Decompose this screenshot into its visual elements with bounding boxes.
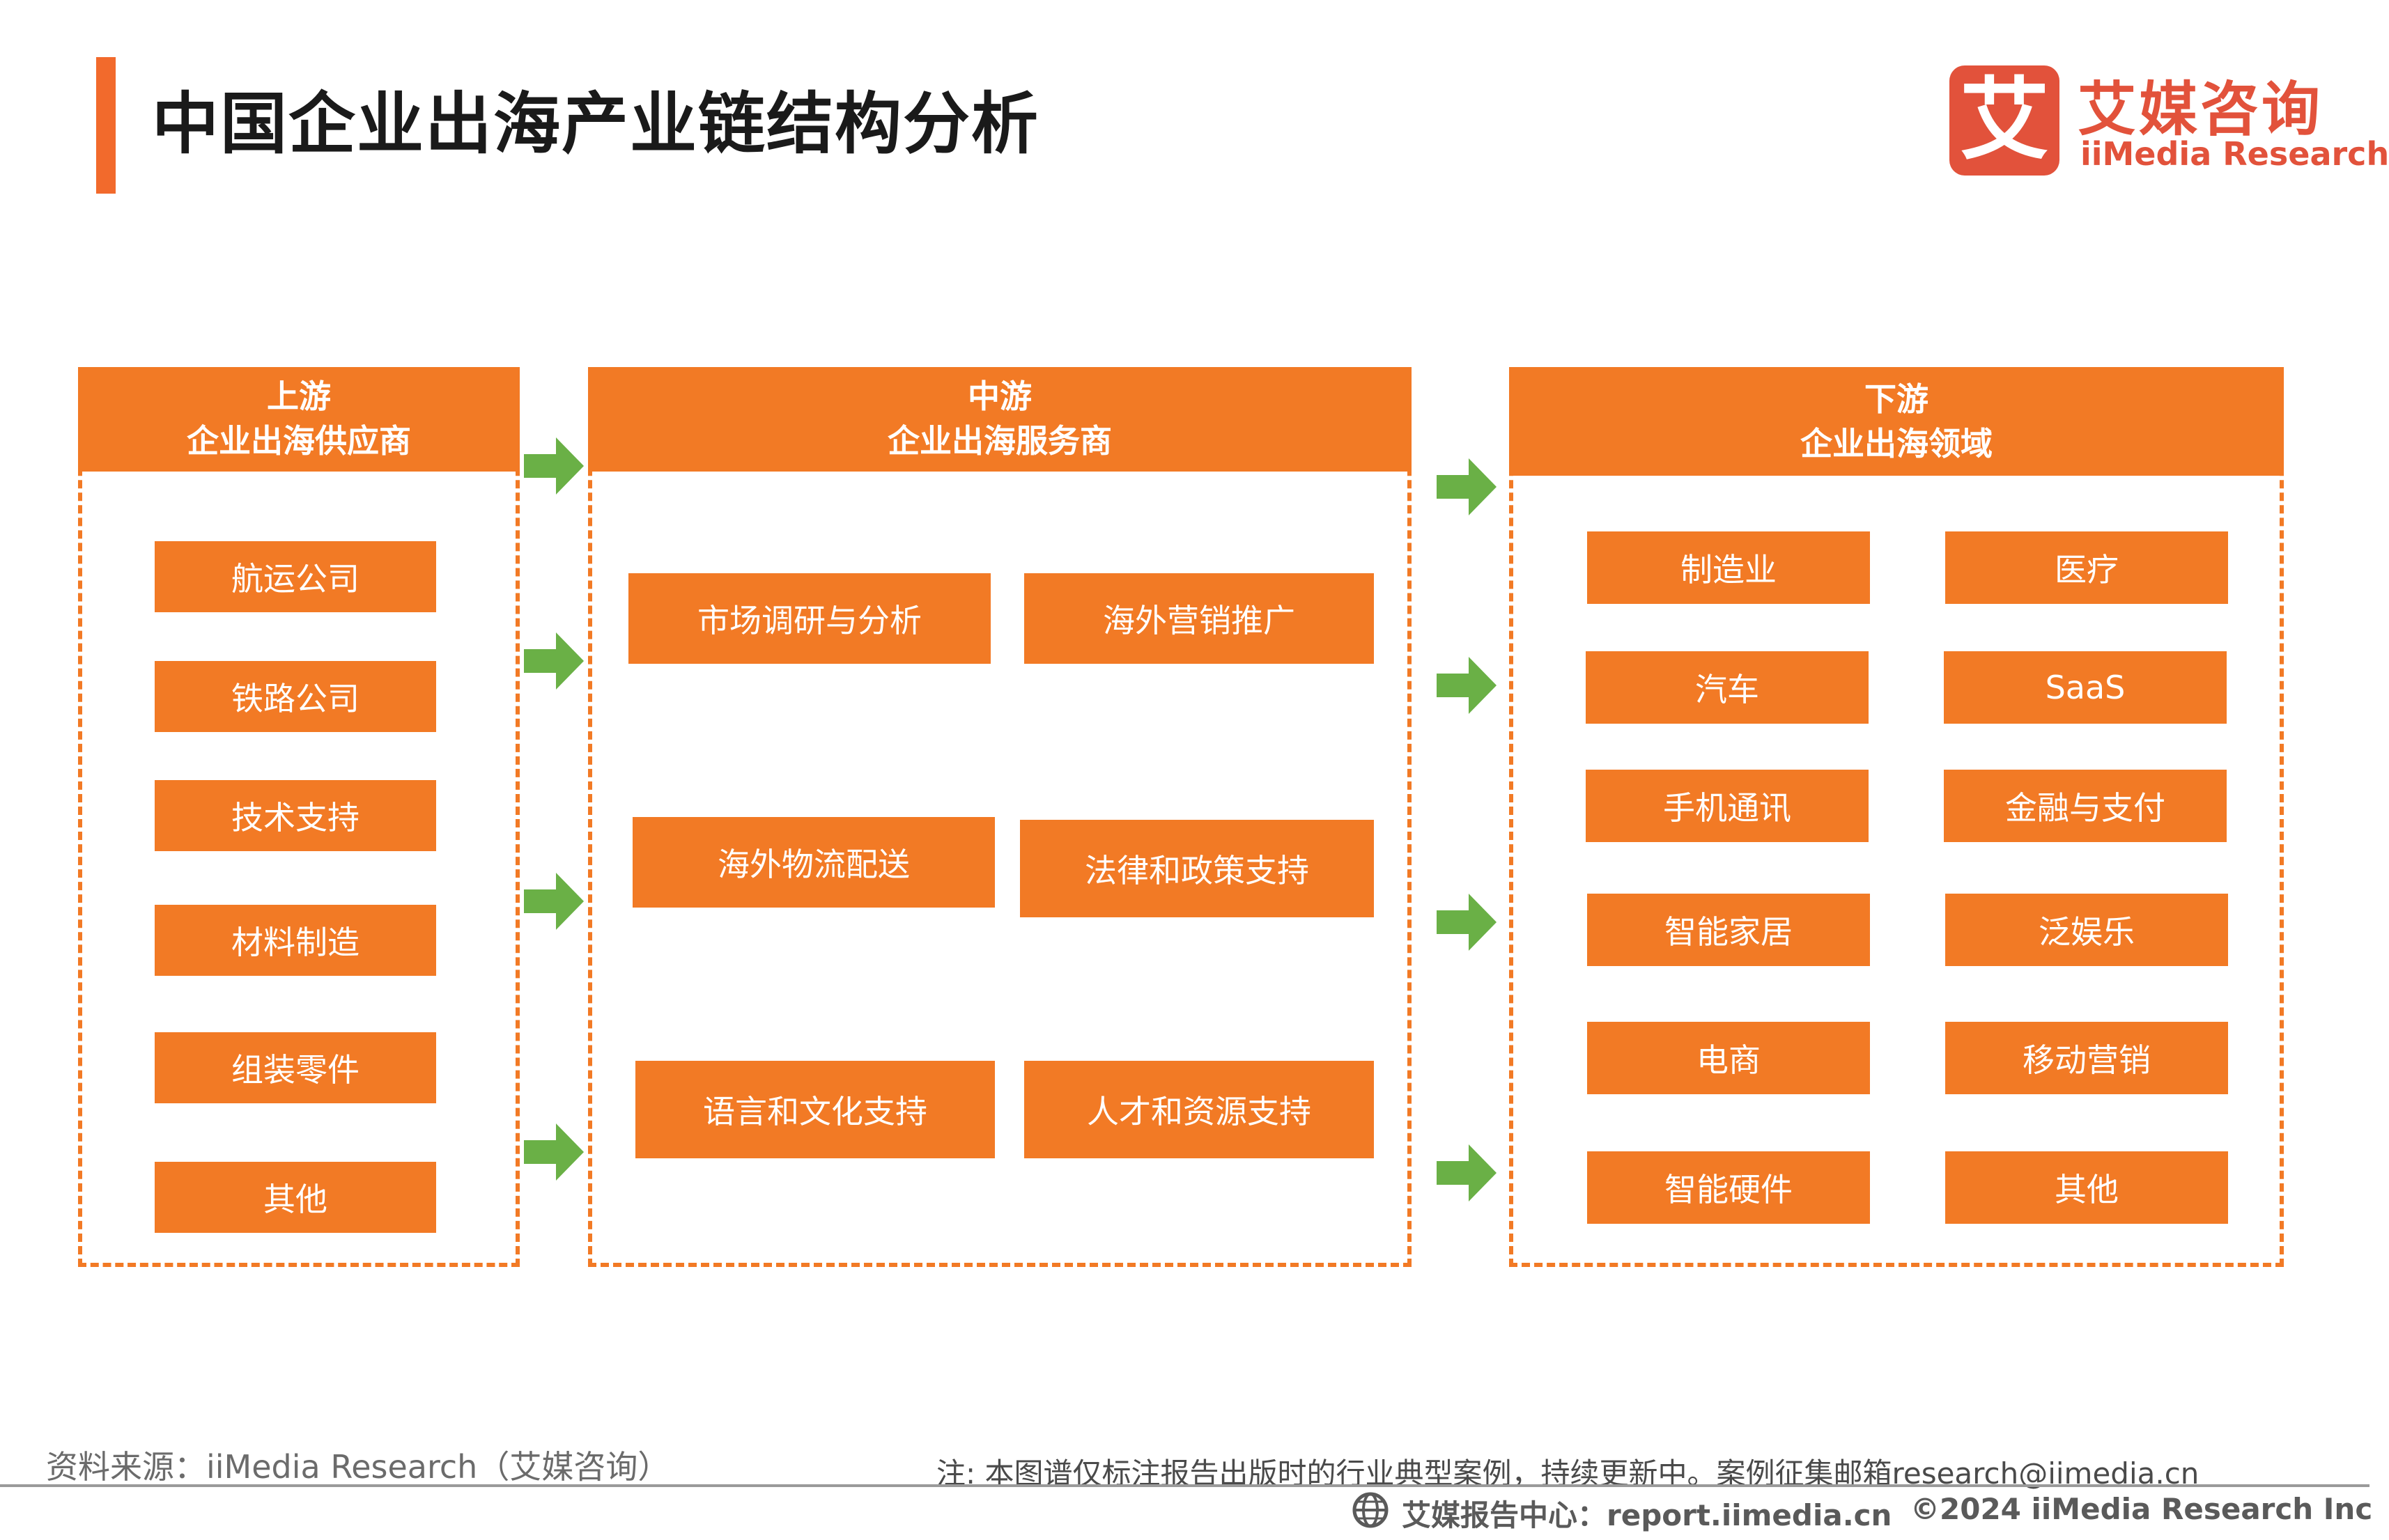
right-arrow-icon bbox=[524, 873, 584, 930]
midstream-item: 海外营销推广 bbox=[1024, 573, 1374, 664]
midstream-item: 人才和资源支持 bbox=[1024, 1061, 1374, 1158]
title-accent-bar bbox=[96, 57, 116, 194]
midstream-header-title: 企业出海服务商 bbox=[888, 422, 1112, 460]
page-title: 中国企业出海产业链结构分析 bbox=[152, 85, 1039, 163]
upstream-item: 组装零件 bbox=[155, 1032, 436, 1103]
downstream-column: 下游 企业出海领域 制造业 医疗 汽车 SaaS 手机通讯 金融与支付 智能家居… bbox=[1509, 367, 2284, 1267]
downstream-item: 泛娱乐 bbox=[1945, 894, 2228, 966]
midstream-header-stage: 中游 bbox=[968, 378, 1032, 415]
right-arrow-icon bbox=[1437, 1144, 1497, 1201]
downstream-item: 医疗 bbox=[1945, 531, 2228, 604]
downstream-item: 手机通讯 bbox=[1586, 770, 1869, 842]
downstream-item: 智能家居 bbox=[1587, 894, 1870, 966]
upstream-item: 铁路公司 bbox=[155, 661, 436, 732]
logo-name-cn: 艾媒咨询 bbox=[2078, 75, 2324, 143]
right-arrow-icon bbox=[1437, 458, 1497, 515]
downstream-item: 金融与支付 bbox=[1944, 770, 2227, 842]
upstream-item: 航运公司 bbox=[155, 541, 436, 612]
right-arrow-icon bbox=[524, 1123, 584, 1181]
right-arrow-icon bbox=[1437, 657, 1497, 714]
midstream-item: 市场调研与分析 bbox=[628, 573, 991, 664]
midstream-header: 中游 企业出海服务商 bbox=[588, 367, 1412, 472]
downstream-item: 汽车 bbox=[1586, 651, 1869, 724]
midstream-item: 法律和政策支持 bbox=[1020, 820, 1374, 917]
downstream-item: SaaS bbox=[1944, 651, 2227, 724]
downstream-header-stage: 下游 bbox=[1864, 380, 1928, 418]
downstream-header: 下游 企业出海领域 bbox=[1509, 367, 2284, 476]
report-center-link[interactable]: 艾媒报告中心：report.iimedia.cn bbox=[1402, 1498, 1892, 1532]
midstream-item: 语言和文化支持 bbox=[635, 1061, 995, 1158]
upstream-header-stage: 上游 bbox=[267, 378, 331, 415]
upstream-header-title: 企业出海供应商 bbox=[187, 422, 411, 460]
footer-divider bbox=[0, 1484, 2369, 1487]
downstream-item: 其他 bbox=[1945, 1151, 2228, 1224]
midstream-column: 中游 企业出海服务商 市场调研与分析 海外营销推广 海外物流配送 法律和政策支持… bbox=[588, 367, 1412, 1267]
upstream-item: 技术支持 bbox=[155, 780, 436, 851]
right-arrow-icon bbox=[524, 437, 584, 495]
logo-name-en: iiMedia Research bbox=[2080, 135, 2389, 173]
globe-icon bbox=[1352, 1491, 1389, 1529]
downstream-item: 制造业 bbox=[1587, 531, 1870, 604]
downstream-item: 电商 bbox=[1587, 1022, 1870, 1094]
logo-mark: 艾 bbox=[1949, 65, 2059, 176]
downstream-item: 移动营销 bbox=[1945, 1022, 2228, 1094]
source-note: 资料来源：iiMedia Research（艾媒咨询） bbox=[46, 1448, 670, 1486]
copyright: ©2024 iiMedia Research Inc bbox=[1910, 1492, 2373, 1526]
upstream-header: 上游 企业出海供应商 bbox=[78, 367, 520, 472]
downstream-item: 智能硬件 bbox=[1587, 1151, 1870, 1224]
upstream-item: 材料制造 bbox=[155, 905, 436, 976]
upstream-column: 上游 企业出海供应商 航运公司 铁路公司 技术支持 材料制造 组装零件 其他 bbox=[78, 367, 520, 1267]
logo: 艾 艾媒咨询 iiMedia Research bbox=[1949, 65, 2389, 177]
upstream-item: 其他 bbox=[155, 1162, 436, 1233]
right-arrow-icon bbox=[1437, 894, 1497, 951]
midstream-item: 海外物流配送 bbox=[633, 817, 995, 908]
downstream-header-title: 企业出海领域 bbox=[1800, 425, 1993, 462]
right-arrow-icon bbox=[524, 632, 584, 690]
